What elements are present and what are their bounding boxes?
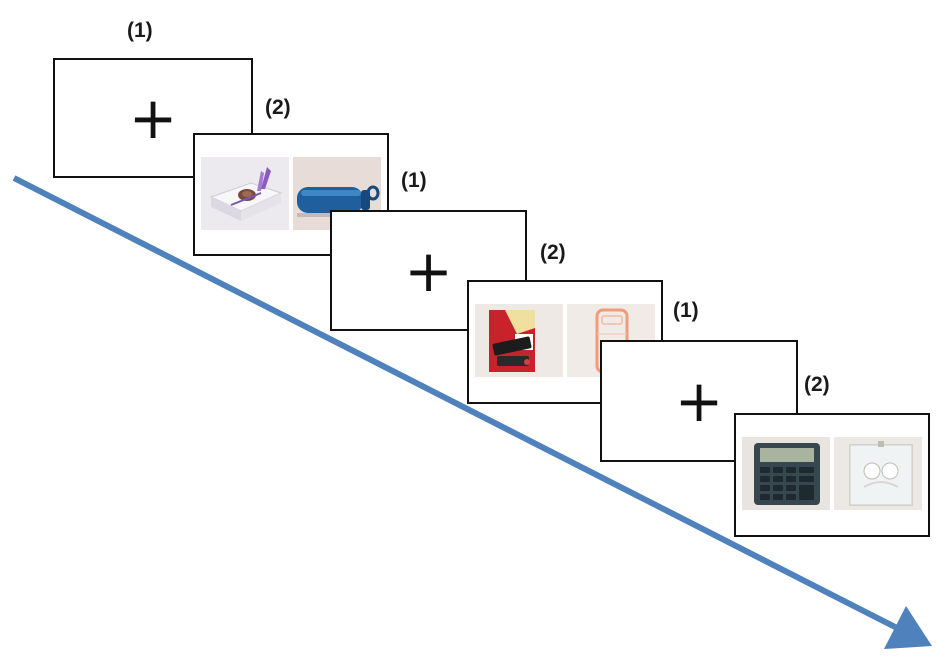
usb-flash-drive-package-image: [475, 304, 563, 377]
stimulus-screen: [734, 413, 930, 537]
stimulus-label: (2): [804, 373, 830, 396]
stimulus-label: (2): [540, 241, 566, 264]
fixation-label: (1): [127, 19, 153, 42]
fixation-cross: +: [674, 367, 724, 435]
fixation-cross: +: [128, 84, 178, 152]
chocolate-box-image: [201, 157, 289, 230]
calculator-image: [742, 437, 830, 510]
fixation-cross: +: [404, 236, 453, 305]
stimulus-label: (2): [265, 96, 291, 119]
time-arrow-head: [884, 606, 932, 649]
time-arrow-shaft: [12, 175, 899, 631]
fixation-label: (1): [401, 169, 427, 192]
earphones-in-box-image: [834, 437, 922, 510]
fixation-label: (1): [673, 299, 699, 322]
